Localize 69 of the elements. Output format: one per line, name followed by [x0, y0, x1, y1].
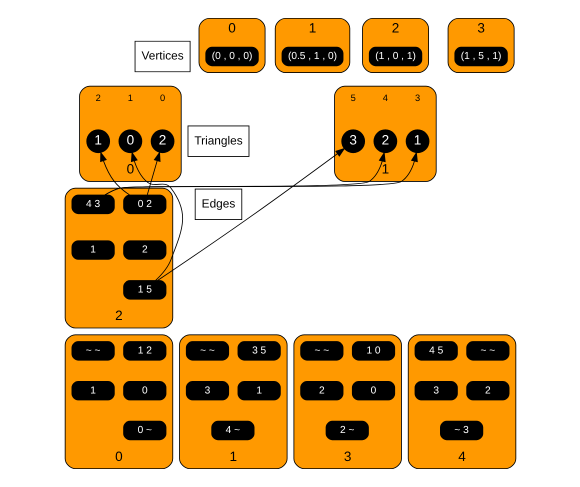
cluster [292, 334, 402, 470]
node-circle: 2 [373, 129, 397, 154]
node-box: 0 [351, 380, 395, 400]
node-box: 2 [300, 380, 343, 400]
cluster [178, 334, 288, 470]
node-label: 4 [458, 448, 466, 464]
node-box: ~ ~ [185, 341, 229, 361]
node-label: 5 [350, 93, 356, 104]
node-box: Triangles [187, 126, 249, 157]
node-label: 0 [228, 20, 236, 36]
node-box: 4 3 [71, 194, 114, 214]
arrow [146, 151, 160, 196]
node-box: 0 2 [122, 194, 166, 214]
node-label: 3 [414, 93, 420, 104]
node-label: 1 [308, 20, 316, 36]
node-box: (0 , 0 , 0) [204, 46, 258, 66]
node-box: 2 [466, 380, 509, 400]
node-box: (1 , 5 , 1) [454, 46, 508, 66]
node-box: 1 0 [351, 341, 395, 361]
node-box: 4 5 [414, 341, 458, 361]
node-box: ~ ~ [300, 341, 343, 361]
node-label: 2 [114, 308, 122, 324]
node-label: 4 [382, 93, 388, 104]
node-box: 1 5 [122, 280, 166, 300]
node-circle: 0 [118, 129, 142, 154]
node-box: Edges [194, 188, 242, 220]
node-box: 1 [71, 240, 114, 260]
node-box: 4 ~ [210, 420, 254, 440]
node-box: 1 [71, 380, 114, 400]
node-box: 3 [185, 380, 229, 400]
node-circle: 2 [150, 129, 174, 154]
node-box: ~ ~ [466, 341, 509, 361]
node-box: 0 [122, 380, 166, 400]
cluster [64, 188, 173, 328]
node-box: 1 [237, 380, 280, 400]
cluster [64, 334, 173, 470]
cluster [362, 18, 428, 74]
arrow [130, 151, 183, 281]
node-circle: 3 [340, 129, 365, 154]
node-box: 0 ~ [122, 420, 166, 440]
node-box: Vertices [134, 40, 190, 72]
arrow [100, 151, 130, 196]
cluster [78, 86, 182, 182]
node-circle: 1 [405, 129, 429, 154]
cluster [447, 18, 514, 74]
node-box: 3 5 [237, 341, 280, 361]
node-box: 1 2 [122, 341, 166, 361]
cluster [407, 334, 516, 470]
node-label: 3 [343, 448, 351, 464]
node-box: (0.5 , 1 , 0) [281, 46, 343, 66]
cluster [274, 18, 350, 74]
node-label: 0 [114, 448, 122, 464]
node-label: 1 [229, 448, 237, 464]
node-label: 1 [381, 162, 389, 177]
node-label: 0 [160, 93, 165, 104]
node-label: 1 [127, 93, 132, 104]
node-box: 2 ~ [325, 420, 368, 440]
node-label: 0 [126, 162, 134, 177]
node-circle: 1 [86, 129, 110, 154]
node-box: ~ ~ [71, 341, 114, 361]
cluster [198, 18, 265, 74]
node-box: (1 , 0 , 1) [368, 46, 422, 66]
arrow [156, 148, 345, 281]
node-box: 2 [122, 240, 166, 260]
node-label: 2 [391, 20, 399, 36]
node-label: 2 [95, 93, 100, 104]
node-box: ~ 3 [440, 420, 483, 440]
node-box: 3 [414, 380, 458, 400]
node-label: 3 [476, 20, 484, 36]
